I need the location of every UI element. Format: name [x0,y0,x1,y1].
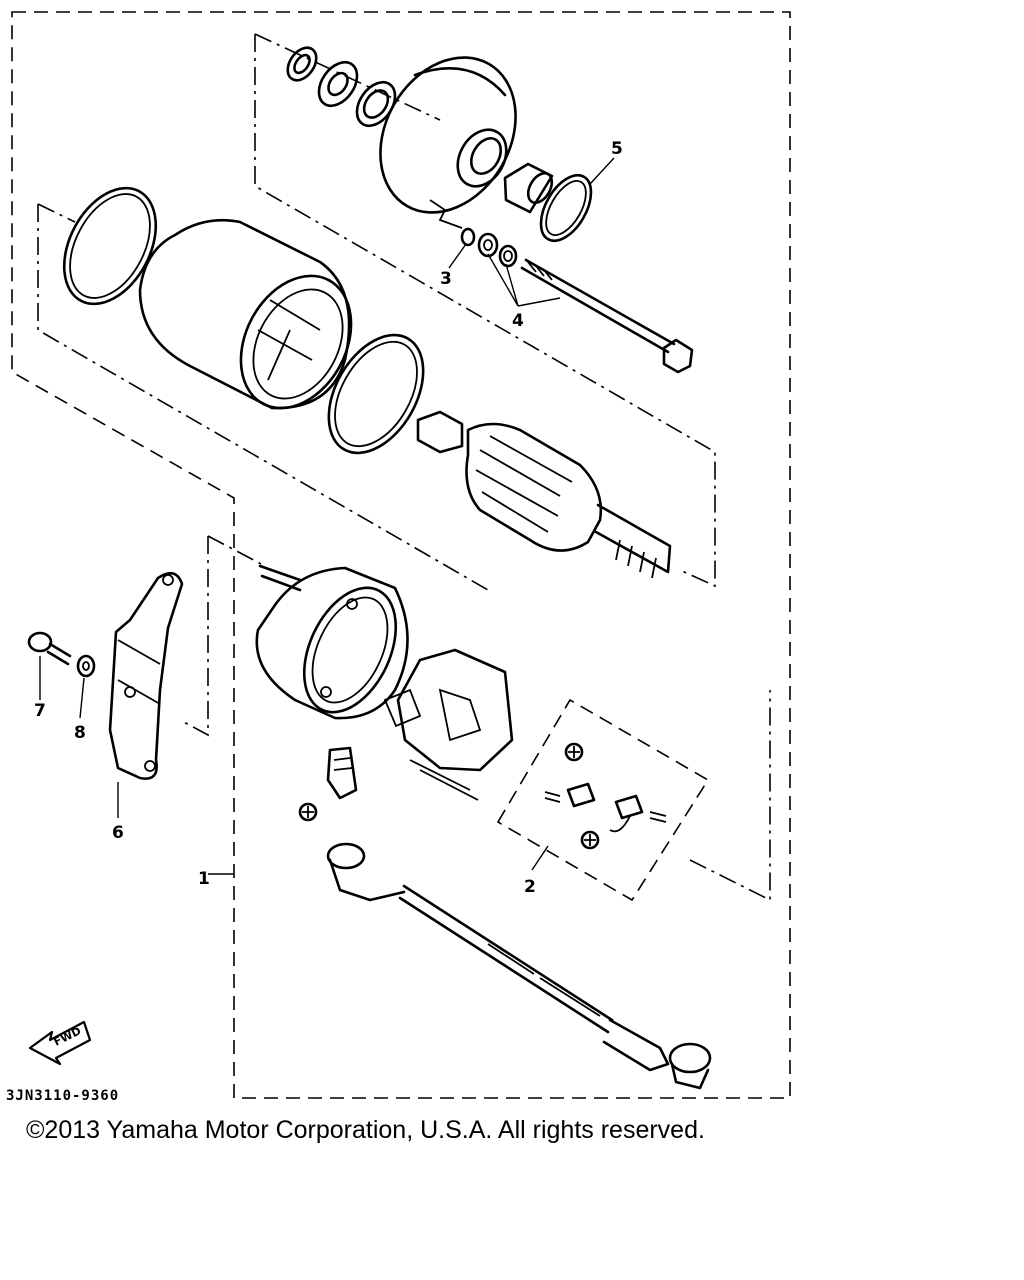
callout-7: 7 [34,701,46,721]
o-ring-large [62,186,158,306]
oil-seal-set [286,46,397,127]
callout-8: 8 [74,723,86,743]
fwd-arrow-icon: FWD [28,1020,92,1066]
brush-set [496,698,710,902]
callout-6: 6 [112,823,124,843]
washers [460,227,518,268]
yoke-housing [138,218,353,410]
armature [416,410,672,579]
callout-4: 4 [512,311,524,331]
o-ring-small [539,173,593,243]
brush-holder [383,648,514,801]
lead-wire [326,842,712,1090]
callout-1: 1 [198,869,210,889]
bushing [503,162,554,214]
bolt-and-washer [27,631,96,678]
callout-5: 5 [611,139,623,159]
stay-bracket [108,571,184,780]
assembly-boundary [11,11,791,1099]
through-bolt [520,258,694,374]
callout-2: 2 [524,877,536,897]
leader-lines [39,157,615,875]
o-ring-yoke [327,333,425,455]
front-cover [255,564,409,720]
terminal-bolt [326,746,358,800]
drawing-code: 3JN3110-9360 [6,1088,119,1104]
callout-3: 3 [440,269,452,289]
rear-cover [379,56,517,229]
copyright-notice: ©2013 Yamaha Motor Corporation, U.S.A. A… [26,1116,705,1144]
screws [298,742,600,850]
callout-labels: 5 3 4 6 7 8 2 1 [34,139,623,897]
